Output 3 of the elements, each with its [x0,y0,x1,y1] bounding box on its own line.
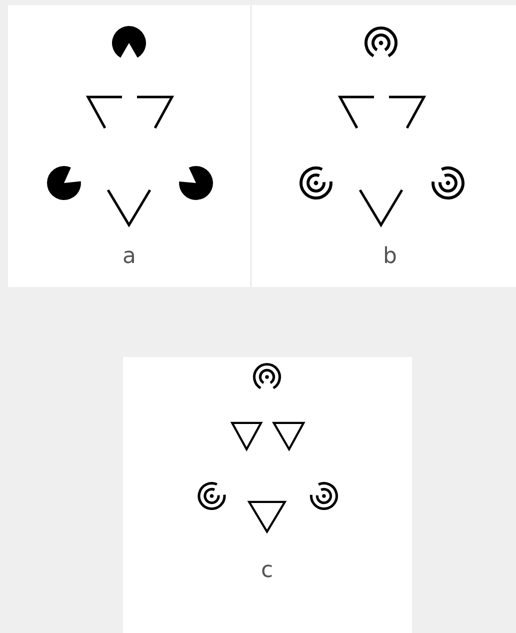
panel-label: b [383,244,397,270]
panel-label: a [122,244,136,270]
panel-label: c [261,558,274,584]
